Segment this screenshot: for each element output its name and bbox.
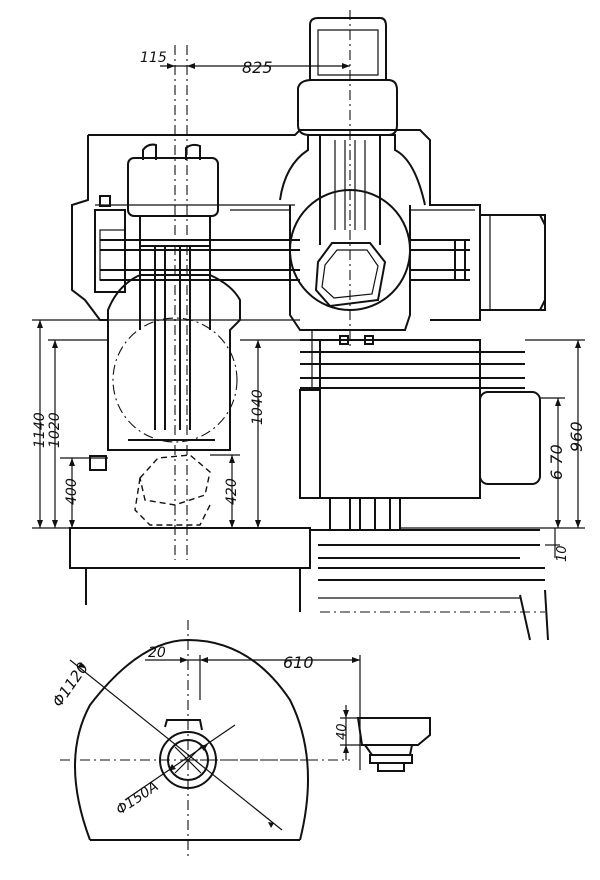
centerlines (174, 10, 351, 560)
dim-1040: 1040 (250, 389, 266, 425)
dim-150A: Φ150A (113, 779, 161, 819)
left-spindle-head (107, 143, 241, 451)
dim-115: 115 (140, 50, 167, 66)
drive-motor (479, 214, 546, 311)
dim-610: 610 (283, 653, 314, 672)
dim-1140: 1140 (32, 412, 48, 448)
dim-1120: Φ1120 (49, 659, 92, 710)
dim-825: 825 (242, 58, 273, 77)
dim-420: 420 (224, 478, 240, 505)
right-column-slides (299, 330, 541, 530)
dim-960: 960 (567, 421, 586, 452)
dim-1020: 1020 (47, 412, 63, 448)
right-spindle-head (279, 17, 426, 331)
base-table (69, 455, 549, 641)
dim-400: 400 (64, 478, 80, 505)
dim-40: 40 (335, 723, 350, 740)
dimension-lines (32, 63, 585, 558)
dimension-labels: 115 825 1140 1020 400 1040 420 960 6 70 … (32, 50, 586, 818)
dim-10: 10 (555, 545, 570, 562)
clamp-detail (340, 705, 431, 772)
left-cutter (134, 454, 211, 526)
plan-view-dimensions (69, 655, 361, 831)
dim-20: 20 (148, 645, 166, 661)
dim-670: 6 70 (547, 444, 566, 480)
